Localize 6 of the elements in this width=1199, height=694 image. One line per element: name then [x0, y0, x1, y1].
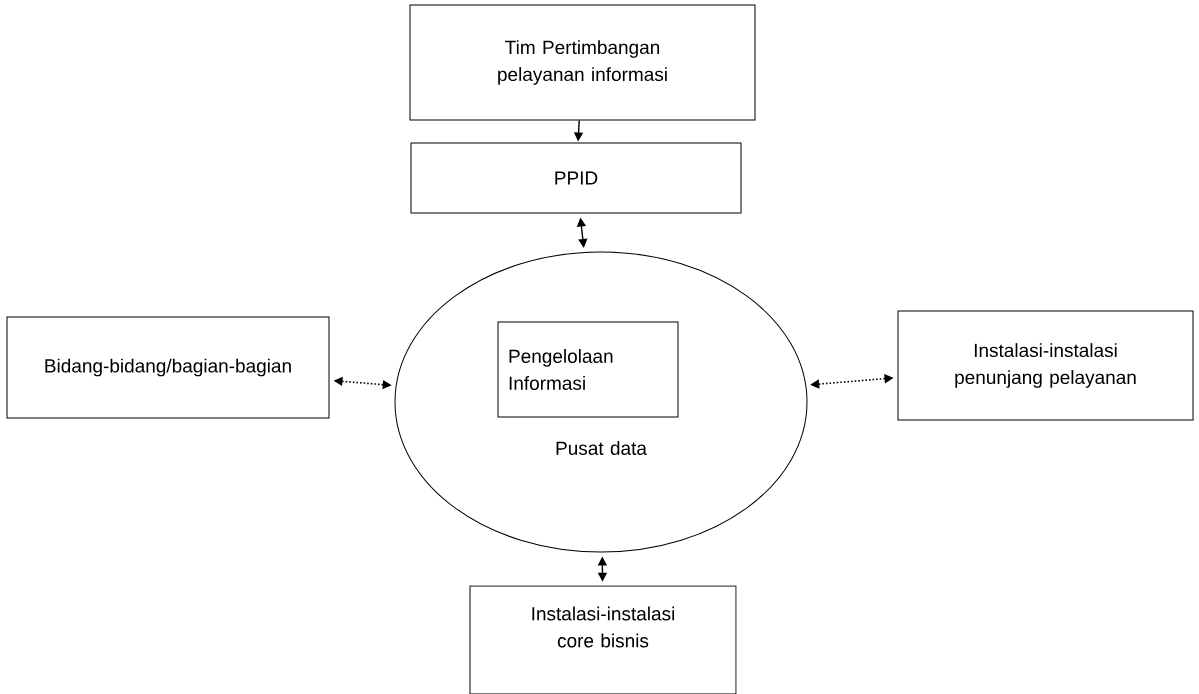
process-box: PPID [410, 142, 742, 214]
process-box: Bidang-bidang/bagian-bagian [6, 316, 330, 419]
process-box: Tim Pertimbangan pelayanan informasi [409, 4, 756, 121]
process-box: Instalasi-instalasi penunjang pelayanan [897, 310, 1194, 421]
process-box: Pengelolaan Informasi [497, 321, 679, 418]
process-box: Instalasi-instalasi core bisnis [469, 585, 737, 694]
